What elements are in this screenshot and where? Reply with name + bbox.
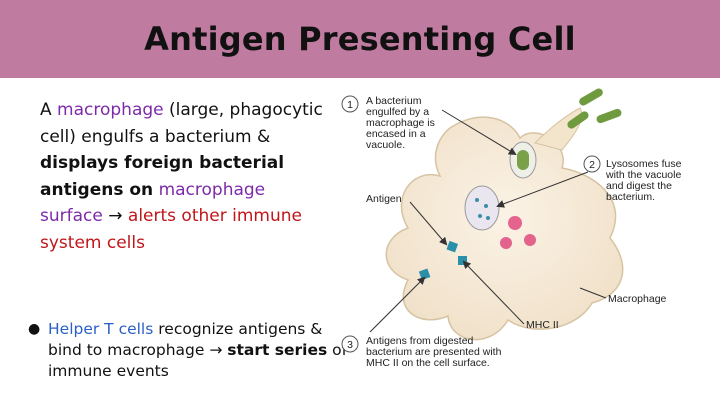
mhc-antigen-complex xyxy=(446,240,459,253)
pseudopod-shape xyxy=(534,107,583,151)
lysosome-1 xyxy=(508,216,522,230)
step-1-number: 1 xyxy=(347,99,353,111)
step-3-marker xyxy=(341,335,359,353)
step-2-line-3: and digest the xyxy=(606,180,672,192)
free-bacteria-group xyxy=(567,88,622,129)
step-1-line-4: encased in a xyxy=(366,128,426,140)
keyword-helper-t-cells: Helper T cells xyxy=(48,320,154,338)
keyword-macrophage: macrophage xyxy=(57,100,164,120)
free-bacterium xyxy=(567,111,589,129)
step-2-line-4: bacterium. xyxy=(606,191,655,203)
keyword-displays-antigens: displays foreign bacterial antigens on xyxy=(40,153,285,200)
antigen-fragment xyxy=(478,214,482,218)
antigen-label: Antigen xyxy=(366,193,402,205)
macrophage-pointer xyxy=(579,287,607,299)
lysosome-2 xyxy=(524,234,536,246)
antigen-pointer xyxy=(409,201,448,246)
step-2-marker xyxy=(583,155,601,173)
antigen-fragment xyxy=(484,204,488,208)
mhc-ii-label: MHC II xyxy=(526,319,559,331)
step-2-number: 2 xyxy=(589,159,595,171)
step-2-line-2: with the vacuole xyxy=(605,169,681,181)
free-bacterium xyxy=(596,108,622,124)
engulfed-bacterium xyxy=(517,150,529,170)
antigen-fragment xyxy=(475,198,479,202)
step-1-marker xyxy=(341,95,359,113)
step-3-line-3: MHC II on the cell surface. xyxy=(366,357,490,369)
step-1-line-5: vacuole. xyxy=(366,139,405,151)
main-paragraph: A macrophage (large, phagocytic cell) en… xyxy=(40,97,330,256)
para-text-2: (large, phagocytic cell) engulfs a bacte… xyxy=(40,100,323,147)
step-2-pointer xyxy=(496,171,589,208)
step-1-line-3: macrophage is xyxy=(366,117,435,129)
keyword-start-series: start series xyxy=(227,341,328,359)
step-2-line-1: Lysosomes fuse xyxy=(606,158,682,170)
keyword-macrophage-surface: macrophage surface xyxy=(40,179,266,227)
bullet-text: Helper T cells recognize antigens & bind… xyxy=(48,319,348,382)
para-arrow: → xyxy=(102,206,128,226)
step-3-line-2: bacterium are presented with xyxy=(366,346,502,358)
page-title: Antigen Presenting Cell xyxy=(144,20,576,58)
step-1-pointer xyxy=(441,109,517,156)
mhc-ii-pointer xyxy=(462,260,525,325)
antigen-fragment xyxy=(486,216,490,220)
keyword-alerts: alerts other immune system cells xyxy=(40,206,302,253)
macrophage-label: Macrophage xyxy=(608,293,667,305)
step-1-line-1: A bacterium xyxy=(366,95,422,107)
step-1-line-2: engulfed by a xyxy=(366,106,429,118)
step-3-line-1: Antigens from digested xyxy=(366,335,474,347)
free-bacterium xyxy=(579,88,603,106)
digestion-vacuole xyxy=(464,185,500,231)
title-bar: Antigen Presenting Cell xyxy=(0,0,720,78)
bullet-text-1: recognize antigens & bind to macrophage … xyxy=(48,320,323,359)
macrophage-diagram: 1 A bacterium engulfed by a macrophage i… xyxy=(341,88,682,369)
bullet-dot: ● xyxy=(28,321,41,337)
para-text-1: A xyxy=(40,100,58,120)
step-3-number: 3 xyxy=(347,339,353,351)
mhc-antigen-complex xyxy=(458,256,467,265)
step-3-pointer xyxy=(369,276,426,333)
macrophage-cell-shape xyxy=(385,116,624,341)
lysosome-3 xyxy=(500,237,512,249)
